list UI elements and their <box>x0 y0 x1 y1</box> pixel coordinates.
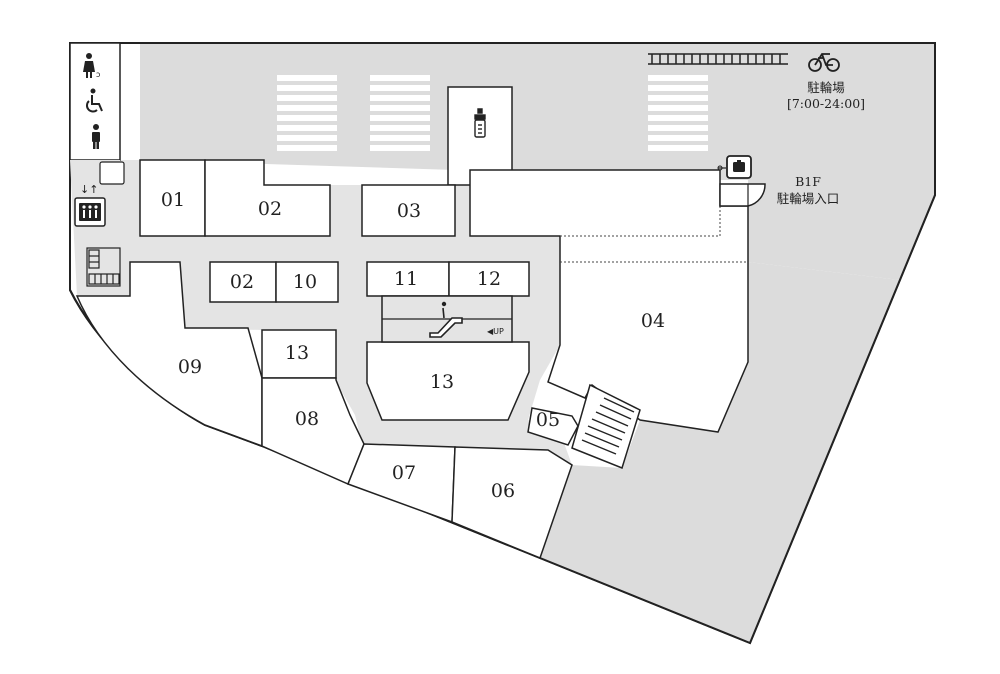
parking-area-east <box>540 262 900 643</box>
bike-rack <box>648 53 788 65</box>
room-07-label: 07 <box>392 462 416 484</box>
room-13-large[interactable] <box>366 341 530 421</box>
parking-area-north <box>140 43 935 280</box>
svg-text:ↄ: ↄ <box>96 70 100 79</box>
bike-parking-hours: [7:00-24:00] <box>787 96 865 111</box>
elevator-icon: ↓↑ <box>79 183 101 221</box>
bicycle-icon <box>808 53 840 72</box>
room-03-label: 03 <box>397 200 421 222</box>
room-09-label: 09 <box>178 356 202 378</box>
room-02-top-label: 02 <box>258 198 282 220</box>
room-10[interactable] <box>275 261 339 303</box>
stairs-left-icon <box>88 249 120 285</box>
utility-box <box>99 161 125 185</box>
room-05-label: 05 <box>536 409 560 431</box>
baby-room <box>447 86 513 186</box>
room-05[interactable] <box>527 407 579 446</box>
escalator-up-label: ◀UP <box>487 327 504 336</box>
baby-bottle-icon <box>474 108 486 138</box>
b1f-entrance-label: 駐輪場入口 <box>777 191 840 206</box>
female-with-baby-icon: ↄ <box>83 53 100 79</box>
b1f-floor-label: B1F <box>795 174 821 189</box>
room-09[interactable] <box>75 261 263 448</box>
room-08-label: 08 <box>295 408 319 430</box>
parking-stripes-1 <box>277 75 337 151</box>
svg-text:↓↑: ↓↑ <box>80 183 98 196</box>
room-13-large-label: 13 <box>430 371 454 393</box>
male-icon <box>92 124 100 149</box>
room-06-label: 06 <box>491 480 515 502</box>
parking-stripes-2 <box>370 75 430 151</box>
room-10-label: 10 <box>293 271 317 293</box>
locker-icon <box>717 155 752 179</box>
room-03[interactable] <box>361 184 456 237</box>
wheelchair-icon <box>86 88 103 113</box>
bike-parking-label: 駐輪場 <box>807 80 845 95</box>
escalator-icon <box>429 301 463 338</box>
stairs-icon <box>581 397 635 455</box>
room-11-label: 11 <box>394 268 418 290</box>
room-02-small[interactable] <box>209 261 277 303</box>
parking-stripes-3 <box>648 75 708 151</box>
room-08[interactable] <box>261 377 365 486</box>
room-04-label: 04 <box>641 310 665 332</box>
room-12-label: 12 <box>477 268 501 290</box>
stair-box <box>86 247 121 287</box>
room-02-top[interactable] <box>204 159 331 237</box>
stairs-east <box>571 383 641 469</box>
room-13-small-label: 13 <box>285 342 309 364</box>
room-01-label: 01 <box>161 189 185 211</box>
room-06[interactable] <box>451 446 573 559</box>
room-02-small-label: 02 <box>230 271 254 293</box>
room-13-small[interactable] <box>261 329 337 379</box>
